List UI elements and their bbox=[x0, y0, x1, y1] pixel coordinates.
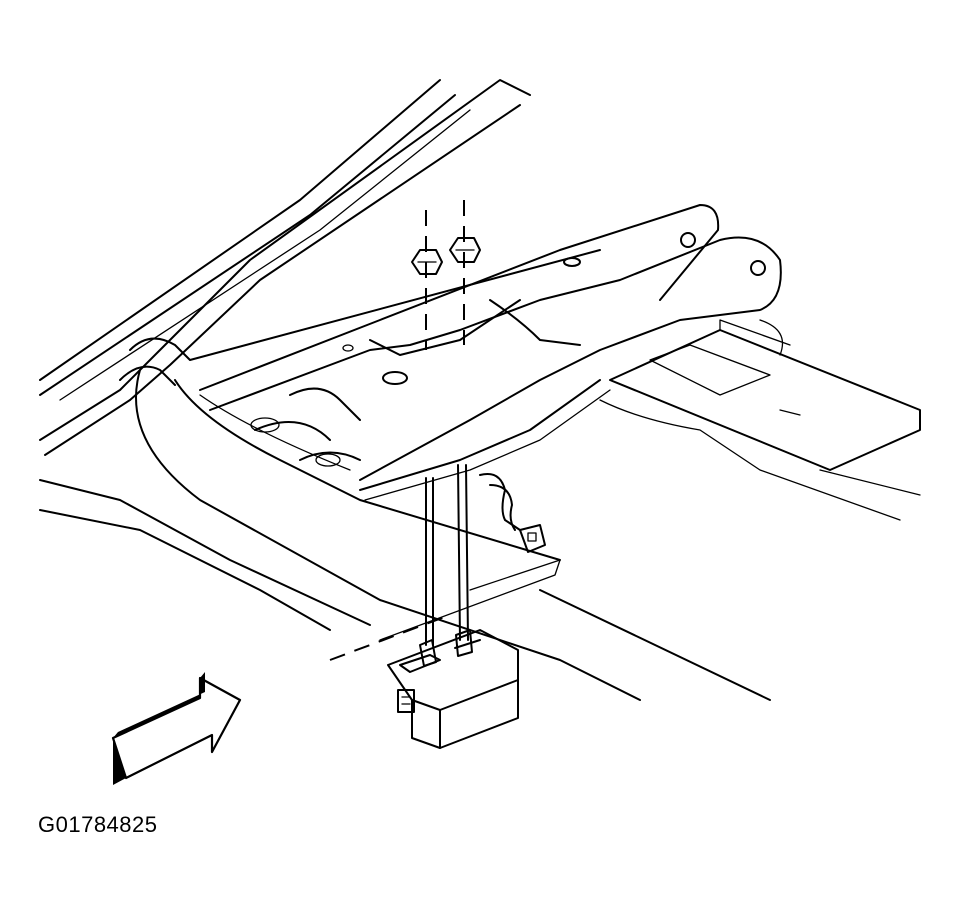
floor-pan bbox=[39, 369, 771, 701]
module-box-icon bbox=[387, 629, 519, 749]
frame-rail bbox=[199, 204, 782, 501]
nut-icon bbox=[411, 237, 481, 275]
wiring-harness bbox=[379, 473, 561, 641]
body-pillar bbox=[39, 79, 601, 456]
figure-id-label: G01784825 bbox=[38, 812, 158, 837]
connector-icon bbox=[519, 524, 546, 553]
floor-plate bbox=[599, 319, 921, 521]
direction-arrow-icon bbox=[111, 672, 242, 785]
mounting-studs bbox=[329, 200, 469, 661]
